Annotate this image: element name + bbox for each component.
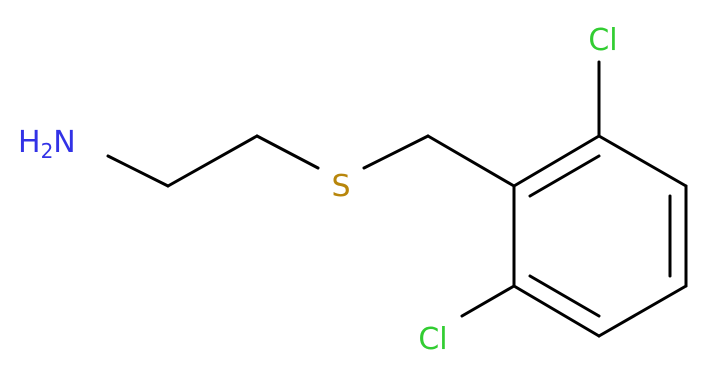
bond-n-c1 xyxy=(106,154,170,188)
amine-hydrogen: H xyxy=(18,125,41,160)
ring-bond-4 xyxy=(597,284,688,338)
amine-label: H2N xyxy=(18,125,76,163)
bonds xyxy=(106,60,688,338)
ring-bond-2 xyxy=(597,134,688,188)
bond-c2-s xyxy=(255,134,320,170)
bond-ring-cl-bottom xyxy=(460,284,516,318)
amine-hydrogen-count: 2 xyxy=(41,139,54,163)
bond-s-c3 xyxy=(362,134,430,170)
bond-c3-ring xyxy=(426,134,516,188)
chlorine-bottom-label: Cl xyxy=(418,322,447,357)
sulfur-label: S xyxy=(331,169,350,204)
atom-labels: H2N S Cl Cl xyxy=(18,23,618,357)
ring-double-bond-3 xyxy=(528,274,601,318)
ring-bond-5 xyxy=(512,284,601,338)
bond-c1-c2 xyxy=(166,134,259,188)
amine-nitrogen: N xyxy=(53,125,75,160)
ring-bond-1 xyxy=(512,134,601,188)
ring-double-bond-1 xyxy=(528,154,601,198)
chlorine-top-label: Cl xyxy=(588,23,617,58)
